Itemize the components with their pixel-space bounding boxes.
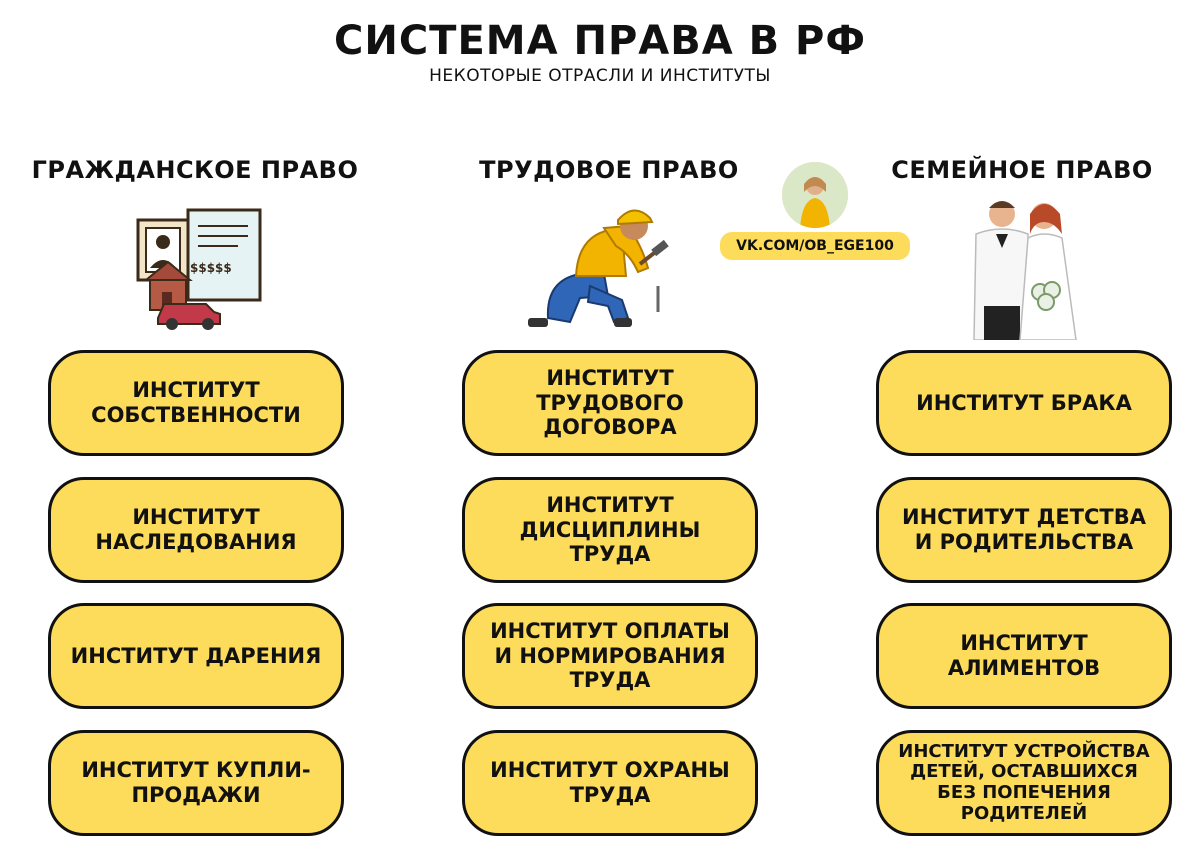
family-item-1: ИНСТИТУТ БРАКА — [876, 350, 1172, 456]
column-heading-civil: ГРАЖДАНСКОЕ ПРАВО — [31, 156, 359, 184]
vk-link[interactable]: VK.COM/OB_EGE100 — [720, 232, 910, 260]
column-heading-family: СЕМЕЙНОЕ ПРАВО — [891, 156, 1153, 184]
labor-item-3: ИНСТИТУТ ОПЛАТЫ И НОРМИРОВАНИЯ ТРУДА — [462, 603, 758, 709]
labor-item-4: ИНСТИТУТ ОХРАНЫ ТРУДА — [462, 730, 758, 836]
worker-hammer-icon — [528, 209, 669, 327]
civil-item-1: ИНСТИТУТ СОБСТВЕННОСТИ — [48, 350, 344, 456]
civil-item-3: ИНСТИТУТ ДАРЕНИЯ — [48, 603, 344, 709]
avatar — [782, 162, 848, 228]
family-item-4: ИНСТИТУТ УСТРОЙСТВА ДЕТЕЙ, ОСТАВШИХСЯ БЕ… — [876, 730, 1172, 836]
page-title: СИСТЕМА ПРАВА В РФ — [333, 18, 866, 64]
family-item-3: ИНСТИТУТ АЛИМЕНТОВ — [876, 603, 1172, 709]
labor-item-2: ИНСТИТУТ ДИСЦИПЛИНЫ ТРУДА — [462, 477, 758, 583]
civil-item-2: ИНСТИТУТ НАСЛЕДОВАНИЯ — [48, 477, 344, 583]
page-subtitle: НЕКОТОРЫЕ ОТРАСЛИ И ИНСТИТУТЫ — [429, 66, 771, 86]
column-heading-labor: ТРУДОВОЕ ПРАВО — [479, 156, 739, 184]
labor-item-1: ИНСТИТУТ ТРУДОВОГО ДОГОВОРА — [462, 350, 758, 456]
money-text: $$$$$ — [190, 261, 232, 275]
civil-item-4: ИНСТИТУТ КУПЛИ-ПРОДАЖИ — [48, 730, 344, 836]
family-item-2: ИНСТИТУТ ДЕТСТВА И РОДИТЕЛЬСТВА — [876, 477, 1172, 583]
wedding-couple-icon — [973, 201, 1077, 340]
property-documents-icon: $$$$$ — [136, 208, 262, 330]
